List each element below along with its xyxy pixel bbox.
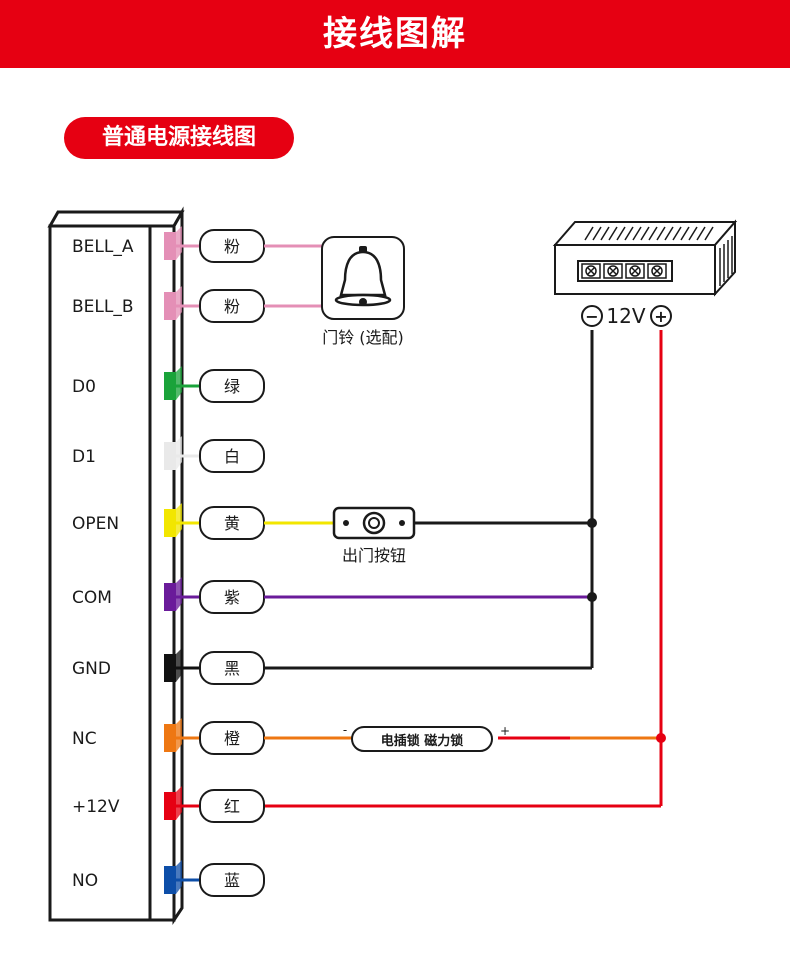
power-plus-label: + (654, 307, 667, 326)
terminal-label: D0 (72, 377, 96, 397)
junction-dot (656, 733, 666, 743)
lock-plus: + (500, 724, 510, 738)
terminal-row: OPEN 黄 (72, 503, 334, 540)
terminal-label: OPEN (72, 514, 119, 534)
wire-connector (164, 509, 176, 537)
controller-unit (47, 206, 185, 925)
wire-color-label: 粉 (224, 237, 240, 256)
wire-connector (164, 442, 176, 470)
power-minus-label: − (585, 307, 598, 326)
screw-terminal (647, 263, 667, 279)
junction-dot (587, 592, 597, 602)
doorbell (321, 236, 405, 320)
terminal-row: +12V 红 (72, 786, 265, 823)
wire-color-label: 黄 (224, 514, 240, 533)
wire-color-label: 黑 (224, 659, 240, 678)
terminal-row: BELL_B 粉 (72, 286, 322, 323)
wire-color-label: 橙 (224, 729, 240, 748)
junction-dot (587, 518, 597, 528)
wire-connector-side (176, 503, 182, 537)
terminal-label: NC (72, 729, 97, 749)
doorbell-label: 门铃 (选配) (322, 328, 404, 347)
wire-color-label: 白 (224, 447, 240, 466)
wire-connector-side (176, 648, 182, 682)
lock-label: 电插锁 磁力锁 (381, 733, 464, 749)
wire-color-label: 红 (224, 797, 240, 816)
wire-connector-side (176, 718, 182, 752)
wire-color-pill (199, 863, 265, 897)
exit-button (332, 506, 416, 540)
terminal-row: D1 白 (72, 436, 265, 473)
power-supply (552, 219, 738, 297)
wire-color-pill (199, 651, 265, 685)
terminal-row: NO 蓝 (72, 860, 265, 897)
terminal-row: D0 绿 (72, 366, 265, 403)
wire-color-label: 蓝 (224, 871, 240, 890)
page-header: 接线图解 (0, 0, 790, 68)
wire-connector (164, 292, 176, 320)
wire-color-label: 紫 (224, 588, 240, 607)
terminal-label: BELL_B (72, 297, 134, 317)
wire-connector (164, 724, 176, 752)
wire-connector-side (176, 286, 182, 320)
terminal-row: COM 紫 (72, 577, 592, 614)
wire-connector-side (176, 436, 182, 470)
wire-connector-side (176, 226, 182, 260)
wire-color-label: 绿 (224, 377, 240, 396)
terminal-label: NO (72, 871, 98, 891)
power-voltage-label: 12V (606, 304, 645, 328)
wire-connector (164, 654, 176, 682)
wire-connector (164, 866, 176, 894)
wire-connector (164, 232, 176, 260)
wire-connector (164, 583, 176, 611)
terminal-label: GND (72, 659, 111, 679)
wire-connector (164, 372, 176, 400)
electric-lock: 电插锁 磁力锁 - + (343, 723, 510, 752)
lock-minus: - (343, 723, 347, 737)
wire-color-pill (199, 439, 265, 473)
terminal-rows: BELL_A 粉 BELL_B 粉 D0 绿 D1 白 OPEN 黄 COM 紫 GND 黑 NC 橙 +12V… (72, 226, 592, 897)
bell-icon (334, 246, 392, 307)
terminal-label: +12V (72, 797, 120, 817)
header-title: 接线图解 (323, 14, 467, 54)
terminal-label: BELL_A (72, 237, 134, 257)
terminal-label: COM (72, 588, 112, 608)
screw-terminal (581, 263, 601, 279)
section-title-pill: 普通电源接线图 (64, 117, 294, 159)
wire-color-label: 粉 (224, 297, 240, 316)
screw-terminal (603, 263, 623, 279)
terminal-row: NC 橙 (72, 718, 352, 755)
terminal-label: D1 (72, 447, 96, 467)
screw-terminal (625, 263, 645, 279)
terminal-row: GND 黑 (72, 648, 265, 685)
wire-color-pill (199, 369, 265, 403)
power-plus-terminal: + (650, 305, 672, 327)
wire-color-pill (199, 789, 265, 823)
wire-connector-side (176, 366, 182, 400)
terminal-row: BELL_A 粉 (72, 226, 322, 263)
red-wiring (265, 330, 663, 808)
wire-connector-side (176, 786, 182, 820)
black-wiring (265, 330, 594, 670)
power-minus-terminal: − (581, 305, 603, 327)
section-title: 普通电源接线图 (101, 125, 256, 150)
wire-connector-side (176, 577, 182, 611)
wire-connector-side (176, 860, 182, 894)
wire-connector (164, 792, 176, 820)
exit-button-label: 出门按钮 (342, 546, 406, 565)
